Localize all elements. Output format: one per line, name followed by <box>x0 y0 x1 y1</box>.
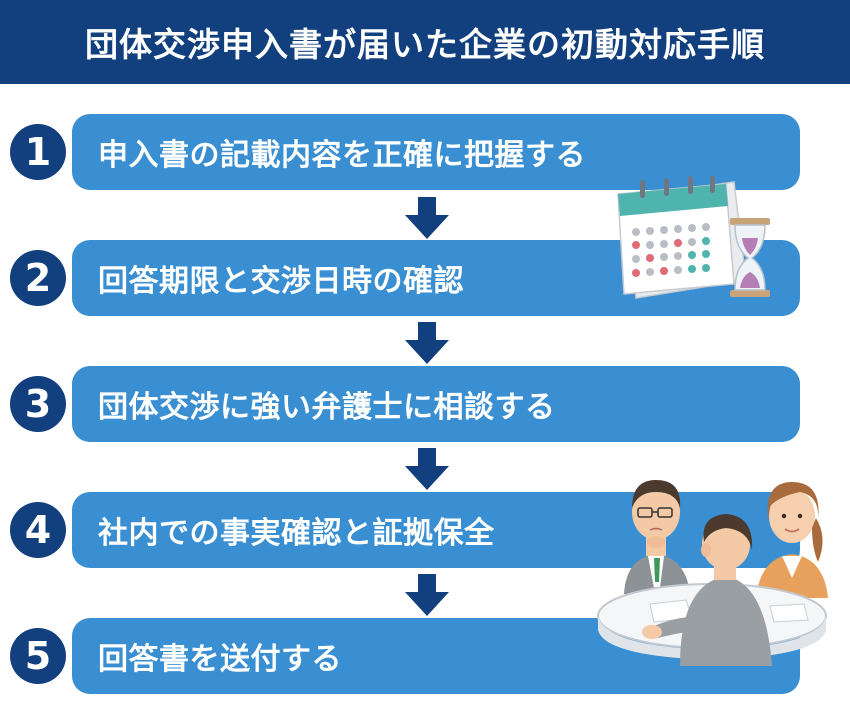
step-5-number: 5 <box>10 628 66 684</box>
arrow-down-icon <box>405 197 449 239</box>
step-5-label: 回答書を送付する <box>98 642 342 677</box>
step-3-bar: 団体交渉に強い弁護士に相談する <box>72 366 800 442</box>
step-3-number: 3 <box>10 376 66 432</box>
step-1-label: 申入書の記載内容を正確に把握する <box>98 138 586 173</box>
page-title: 団体交渉申入書が届いた企業の初動対応手順 <box>85 25 765 64</box>
header-banner: 団体交渉申入書が届いた企業の初動対応手順 <box>0 0 850 84</box>
step-1-bar: 申入書の記載内容を正確に把握する <box>72 114 800 190</box>
step-2-number: 2 <box>10 250 66 306</box>
calendar-hourglass-icon <box>617 176 770 299</box>
arrow-down-icon <box>405 574 449 616</box>
step-4-bar: 社内での事実確認と証拠保全 <box>72 492 800 568</box>
step-4-number: 4 <box>10 502 66 558</box>
arrow-down-icon <box>405 322 449 364</box>
step-1-number: 1 <box>10 124 66 180</box>
step-3-label: 団体交渉に強い弁護士に相談する <box>98 390 556 425</box>
arrow-down-icon <box>405 448 449 490</box>
step-4-label: 社内での事実確認と証拠保全 <box>98 516 495 551</box>
meeting-people-icon <box>597 480 828 666</box>
step-2-label: 回答期限と交渉日時の確認 <box>98 264 464 299</box>
